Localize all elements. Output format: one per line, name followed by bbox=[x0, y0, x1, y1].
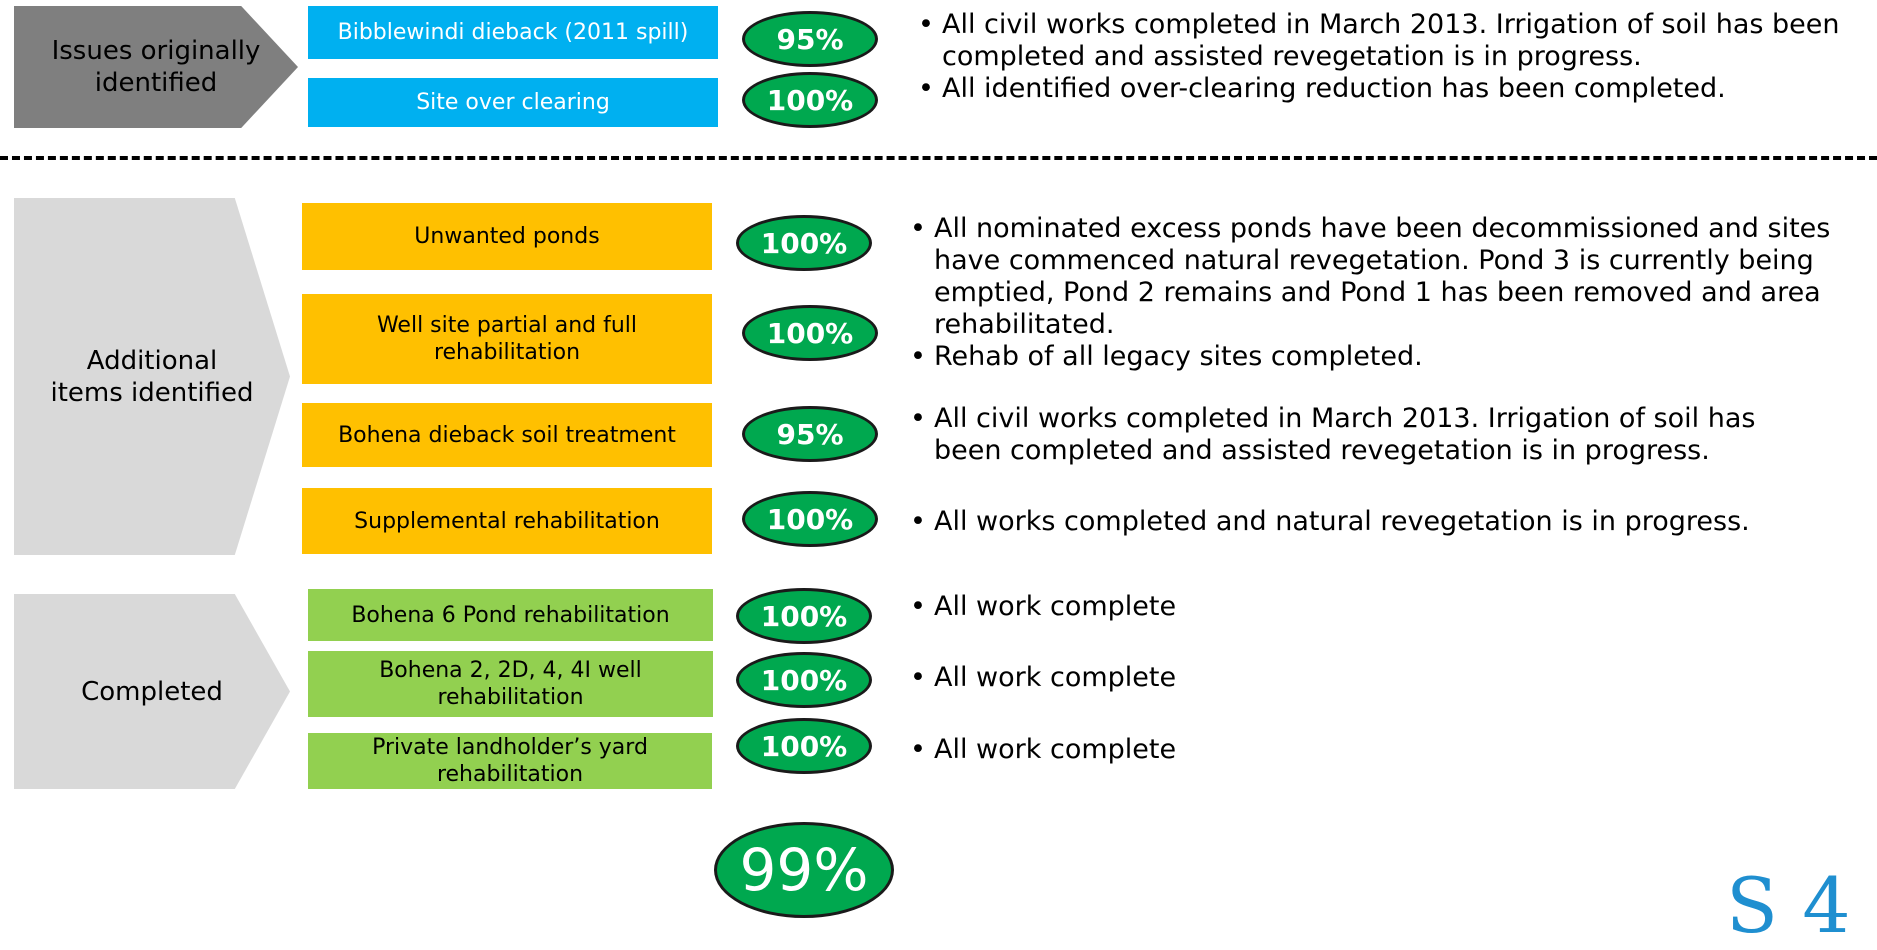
category-label-line: Completed bbox=[81, 676, 223, 707]
item-label: Site over clearing bbox=[416, 90, 610, 115]
notes-original: All civil works completed in March 2013.… bbox=[918, 9, 1858, 105]
percent-badge: 100% bbox=[742, 72, 878, 128]
category-additional-items-identified: Additional items identified bbox=[14, 198, 290, 555]
item-label: Unwanted ponds bbox=[414, 224, 600, 249]
category-label-line: Issues originally bbox=[51, 36, 261, 66]
percent-badge: 100% bbox=[742, 491, 878, 547]
item-label: Bibblewindi dieback (2011 spill) bbox=[337, 20, 689, 45]
percent-value: 100% bbox=[766, 83, 854, 117]
percent-value: 100% bbox=[766, 316, 854, 350]
notes-dieback: All civil works completed in March 2013.… bbox=[910, 403, 1820, 467]
note-item: All work complete bbox=[910, 591, 1510, 623]
item-label: Supplemental rehabilitation bbox=[354, 508, 660, 534]
slide-corner-text: S 4 bbox=[1726, 861, 1851, 950]
percent-value: 100% bbox=[760, 663, 848, 697]
percent-badge: 100% bbox=[736, 718, 872, 774]
section-divider bbox=[0, 156, 1877, 160]
category-completed: Completed bbox=[14, 594, 290, 789]
note-item: All civil works completed in March 2013.… bbox=[918, 9, 1858, 73]
note-item: All work complete bbox=[910, 662, 1510, 694]
percent-badge: 95% bbox=[742, 406, 878, 462]
note-item: All civil works completed in March 2013.… bbox=[910, 403, 1820, 467]
percent-value: 100% bbox=[766, 502, 854, 536]
item-box-bohena-wells: Bohena 2, 2D, 4, 4I well rehabilitation bbox=[308, 651, 713, 717]
note-item: All identified over-clearing reduction h… bbox=[918, 73, 1858, 105]
percent-value: 100% bbox=[760, 729, 848, 763]
percent-badge: 100% bbox=[736, 652, 872, 708]
item-label: Bohena dieback soil treatment bbox=[338, 422, 676, 448]
note-item: All nominated excess ponds have been dec… bbox=[910, 213, 1870, 341]
item-label: Private landholder’s yard rehabilitation bbox=[372, 735, 648, 787]
percent-value: 95% bbox=[776, 22, 844, 56]
note-item: All works completed and natural revegeta… bbox=[910, 506, 1840, 538]
item-box-site-over-clearing: Site over clearing bbox=[308, 78, 718, 127]
notes-ponds: All nominated excess ponds have been dec… bbox=[910, 213, 1870, 373]
percent-value: 95% bbox=[776, 417, 844, 451]
item-box-supplemental-rehabilitation: Supplemental rehabilitation bbox=[302, 488, 712, 554]
item-box-bohena-6-pond: Bohena 6 Pond rehabilitation bbox=[308, 589, 713, 641]
notes-completed-2: All work complete bbox=[910, 662, 1510, 694]
percent-badge: 95% bbox=[742, 11, 878, 67]
item-box-private-landholder-yard: Private landholder’s yard rehabilitation bbox=[308, 733, 712, 789]
category-issues-originally-identified: Issues originally identified bbox=[14, 6, 298, 128]
note-item: Rehab of all legacy sites completed. bbox=[910, 341, 1870, 373]
item-label: Bohena 2, 2D, 4, 4I well rehabilitation bbox=[379, 658, 642, 710]
notes-supplemental: All works completed and natural revegeta… bbox=[910, 506, 1840, 538]
item-label: Bohena 6 Pond rehabilitation bbox=[351, 602, 670, 628]
percent-badge: 100% bbox=[742, 305, 878, 361]
notes-completed-1: All work complete bbox=[910, 591, 1510, 623]
overall-percent-value: 99% bbox=[739, 836, 869, 904]
item-box-unwanted-ponds: Unwanted ponds bbox=[302, 203, 712, 270]
overall-percent-badge: 99% bbox=[714, 822, 894, 918]
note-item: All work complete bbox=[910, 734, 1510, 766]
percent-badge: 100% bbox=[736, 215, 872, 271]
item-label: Well site partial and full rehabilitatio… bbox=[376, 313, 638, 365]
category-label-line: items identified bbox=[50, 377, 254, 408]
category-label-line: Additional bbox=[86, 345, 218, 376]
item-box-bibblewindi-dieback: Bibblewindi dieback (2011 spill) bbox=[308, 6, 718, 59]
percent-value: 100% bbox=[760, 599, 848, 633]
percent-value: 100% bbox=[760, 226, 848, 260]
notes-completed-3: All work complete bbox=[910, 734, 1510, 766]
item-box-well-site-rehabilitation: Well site partial and full rehabilitatio… bbox=[302, 294, 712, 384]
percent-badge: 100% bbox=[736, 588, 872, 644]
item-box-bohena-dieback-soil: Bohena dieback soil treatment bbox=[302, 403, 712, 467]
category-label-line: identified bbox=[94, 68, 218, 98]
